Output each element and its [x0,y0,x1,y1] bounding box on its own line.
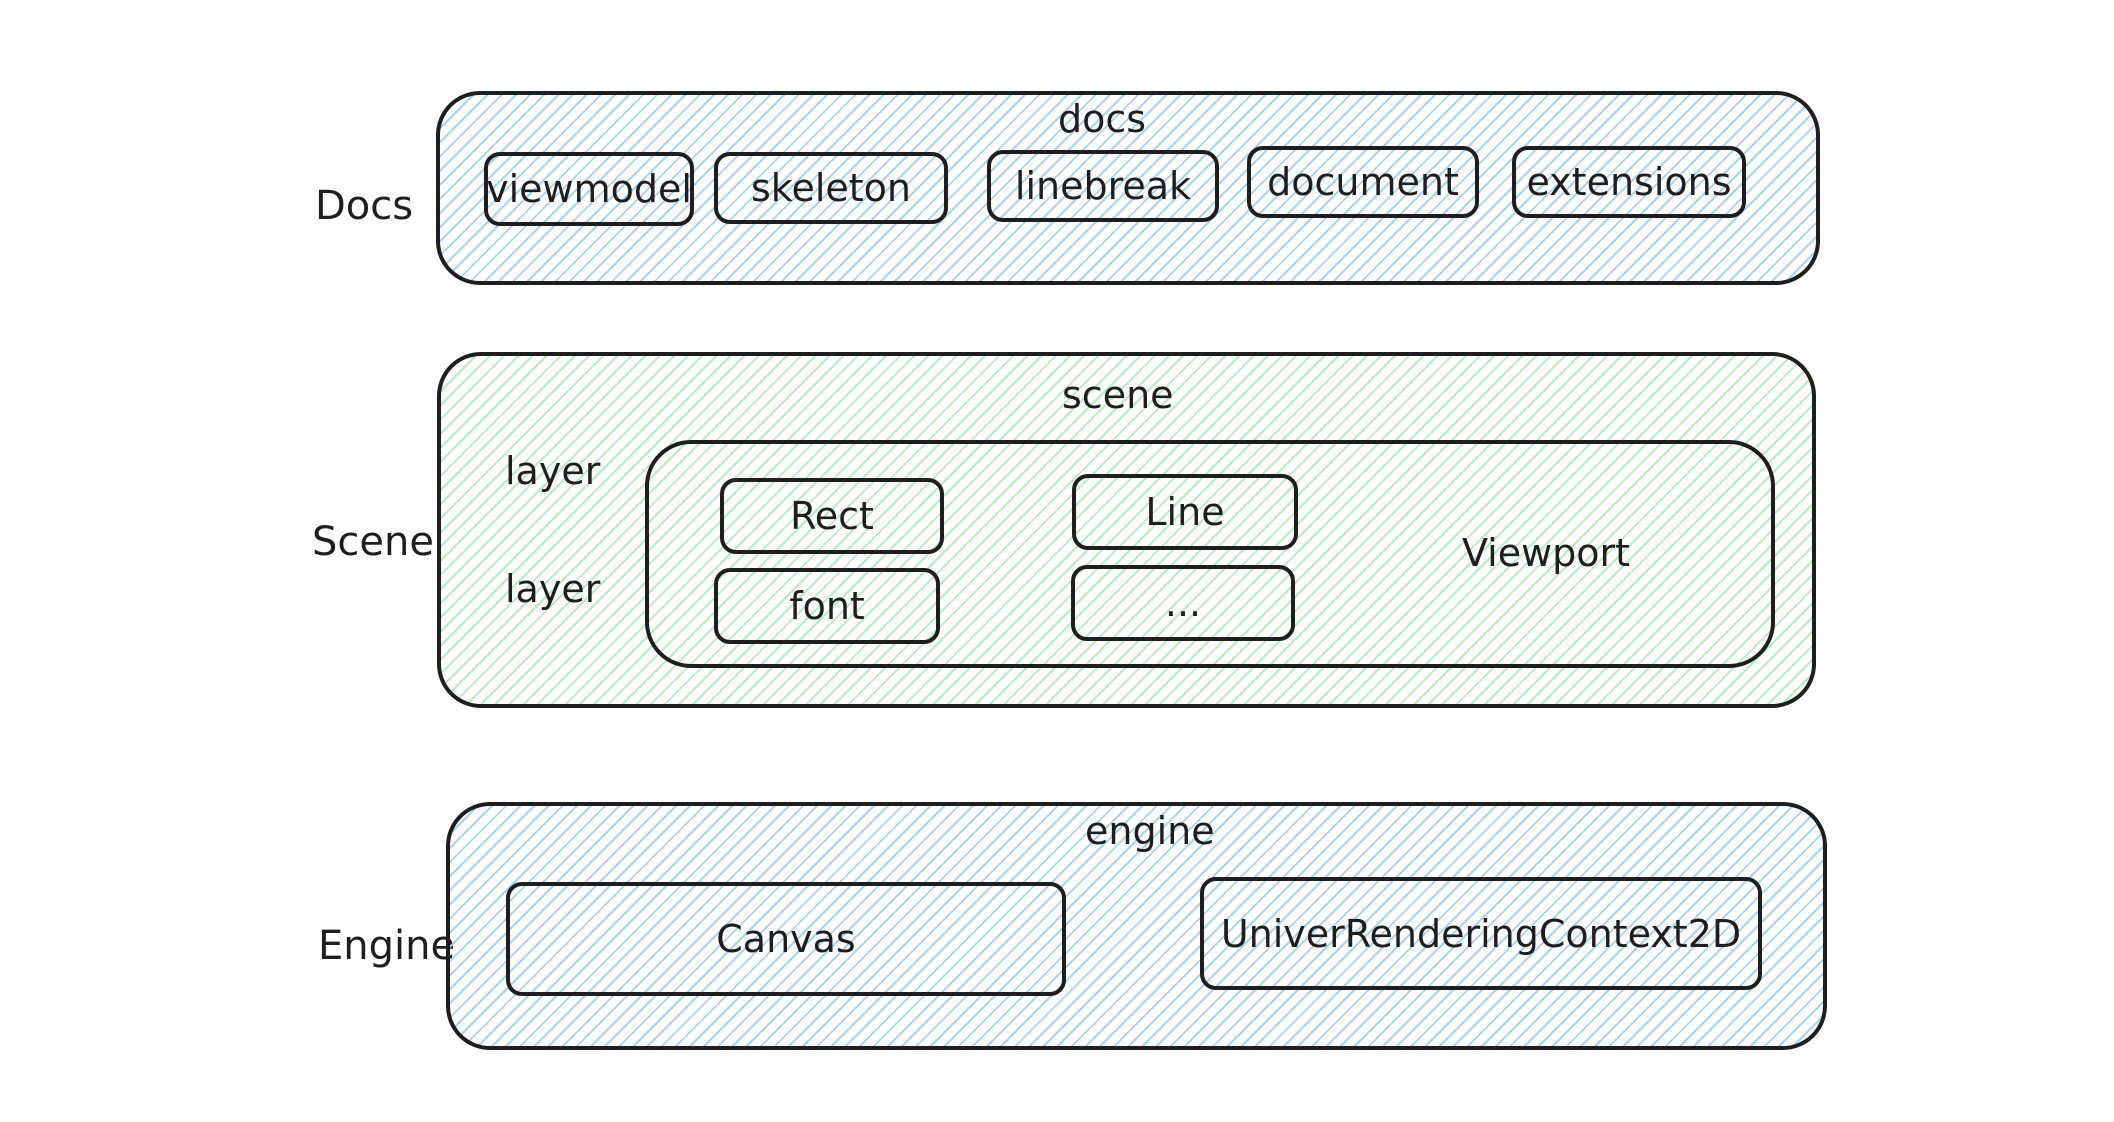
engine-layer-box [446,802,1827,1050]
docs-module-document: document [1247,146,1479,218]
docs-layer-box [436,91,1820,285]
docs-module-linebreak: linebreak [987,150,1219,222]
scene-title: scene [1062,373,1174,417]
engine-module-univer-rendering-context: UniverRenderingContext2D [1200,877,1762,990]
docs-title: docs [1058,97,1147,141]
docs-module-skeleton: skeleton [714,152,948,224]
engine-title: engine [1085,809,1215,853]
scene-viewport-box [645,440,1775,668]
scene-side-label: Scene [312,519,434,565]
viewport-label: Viewport [1462,531,1631,575]
scene-object-line: Line [1072,474,1298,550]
scene-object-ellipsis: ... [1071,565,1295,641]
docs-side-label: Docs [315,183,414,229]
engine-side-label: Engine [318,923,456,969]
scene-layer-label-1: layer [505,449,601,493]
docs-module-extensions: extensions [1512,146,1746,218]
docs-module-viewmodel: viewmodel [484,152,694,226]
engine-module-canvas: Canvas [506,882,1066,996]
scene-object-font: font [714,568,940,644]
scene-layer-label-2: layer [505,567,601,611]
scene-object-rect: Rect [720,478,944,554]
